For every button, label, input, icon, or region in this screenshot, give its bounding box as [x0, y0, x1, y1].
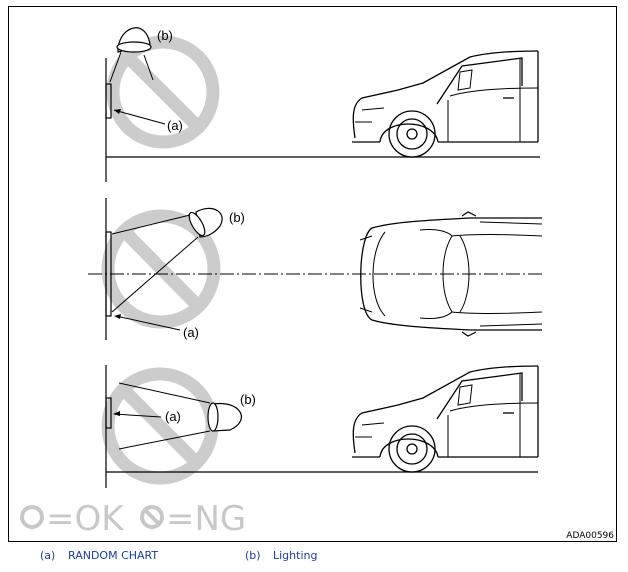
- chart-board: [105, 397, 112, 429]
- light-beam: [118, 430, 211, 450]
- caption-text-b: Lighting: [273, 549, 318, 562]
- caption-key-b: (b): [245, 549, 261, 562]
- label-a: (a): [165, 409, 181, 424]
- ng-symbol-icon: [140, 505, 164, 529]
- legend: =OK =NG: [20, 499, 246, 539]
- caption-text-a: RANDOM CHART: [68, 549, 159, 562]
- prohibition-symbol: [101, 209, 221, 329]
- figure-code: ADA00596: [566, 531, 614, 541]
- panel-side-view-top-light: (a) (b): [105, 27, 540, 182]
- light-beam: [109, 51, 122, 83]
- prohibition-symbol: [106, 35, 220, 149]
- label-a: (a): [183, 325, 199, 340]
- legend-ok-text: =OK: [46, 499, 125, 539]
- light-beam: [111, 214, 191, 235]
- car-side-view: [352, 365, 539, 473]
- light-beam: [143, 54, 154, 81]
- caption: (a) RANDOM CHART (b) Lighting: [0, 549, 628, 567]
- label-a: (a): [167, 118, 183, 133]
- car-top-view: [359, 211, 543, 337]
- panel-top-view: (a) (b): [88, 198, 543, 340]
- label-b: (b): [240, 392, 256, 407]
- leader-arrow: [114, 314, 121, 319]
- light-beam: [118, 382, 211, 404]
- lamp-icon: [188, 207, 223, 238]
- leader-line-a: [115, 315, 181, 331]
- caption-key-a: (a): [40, 549, 56, 562]
- lamp-icon: [207, 402, 242, 432]
- car-side-view: [352, 50, 539, 158]
- leader-line-a: [113, 413, 162, 418]
- label-b: (b): [229, 210, 245, 225]
- figure-frame: [8, 6, 617, 542]
- legend-ng-text: =NG: [166, 499, 246, 539]
- leader-arrow: [113, 411, 120, 416]
- prohibition-symbol: [101, 367, 219, 485]
- leader-line-a: [113, 109, 166, 125]
- chart-board: [105, 83, 112, 119]
- chart-board: [105, 231, 112, 317]
- light-beam: [111, 236, 199, 313]
- lamp-icon: [116, 27, 152, 53]
- leader-arrow: [114, 109, 121, 114]
- ok-symbol-icon: [20, 505, 44, 529]
- label-b: (b): [157, 28, 173, 43]
- panel-side-view-front-light: (a) (b): [101, 365, 539, 488]
